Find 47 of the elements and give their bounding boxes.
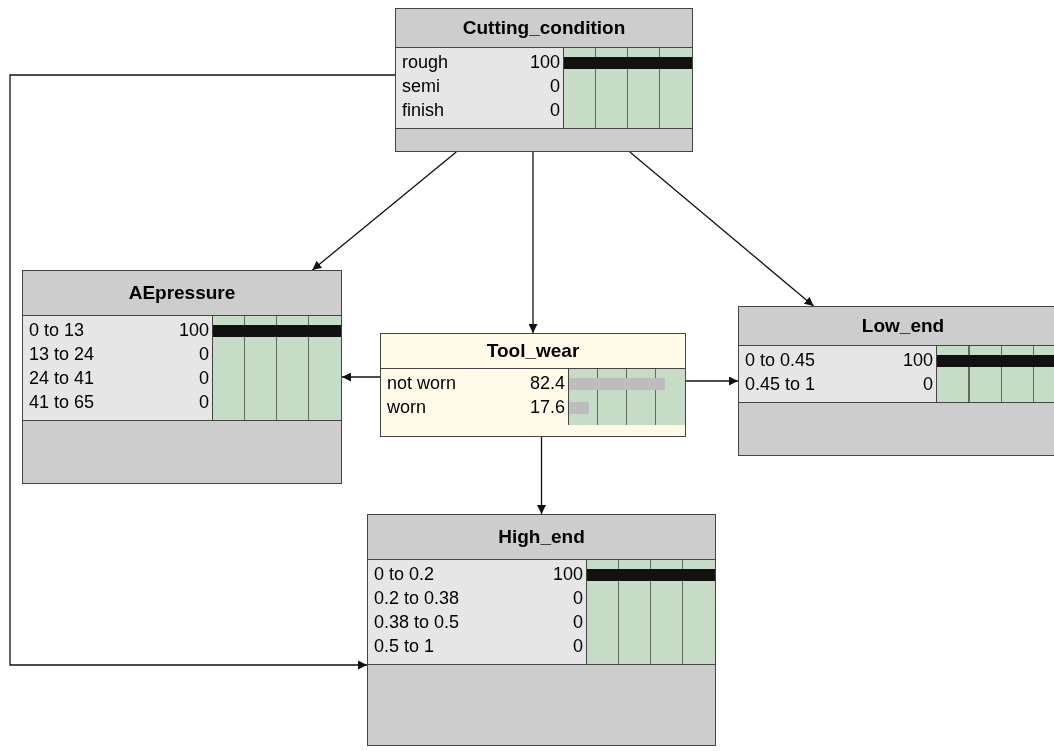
node-box [367, 514, 716, 746]
probability-value: 17.6 [529, 397, 565, 418]
node-title: Cutting_condition [462, 16, 626, 40]
state-label: rough [402, 52, 449, 73]
node-box [380, 333, 686, 437]
probability-value: 0 [550, 100, 560, 121]
node-box [22, 270, 342, 484]
state-label: 0.5 to 1 [374, 636, 435, 657]
probability-value: 82.4 [529, 373, 565, 394]
arrow [629, 151, 815, 307]
node-box [738, 306, 1054, 456]
probability-value: 0 [923, 374, 933, 395]
probability-value: 100 [902, 350, 933, 371]
probability-value: 0 [199, 368, 209, 389]
arrow [341, 372, 381, 382]
node-title: High_end [498, 525, 585, 549]
probability-value: 100 [552, 564, 583, 585]
state-label: not worn [387, 373, 457, 394]
node-title: AEpressure [128, 281, 236, 305]
probability-value: 0 [573, 612, 583, 633]
state-label: 0 to 13 [29, 320, 85, 341]
state-label: 0.45 to 1 [745, 374, 816, 395]
probability-value: 0 [573, 588, 583, 609]
node-title: Tool_wear [486, 339, 580, 363]
state-label: semi [402, 76, 440, 97]
node-title: Low_end [861, 314, 945, 338]
state-label: 0 to 0.45 [745, 350, 816, 371]
state-label: finish [402, 100, 445, 121]
state-label: 24 to 41 [29, 368, 95, 389]
probability-value: 0 [199, 392, 209, 413]
node-box [395, 8, 693, 152]
state-label: worn [387, 397, 426, 418]
arrow [528, 151, 538, 334]
probability-value: 100 [178, 320, 209, 341]
arrow [537, 436, 546, 515]
probability-value: 0 [550, 76, 560, 97]
probability-value: 100 [529, 52, 560, 73]
state-label: 41 to 65 [29, 392, 95, 413]
probability-value: 0 [573, 636, 583, 657]
probability-value: 0 [199, 344, 209, 365]
arrow [9, 74, 396, 670]
state-label: 0 to 0.2 [374, 564, 435, 585]
arrow [311, 151, 457, 271]
state-label: 0.38 to 0.5 [374, 612, 460, 633]
state-label: 13 to 24 [29, 344, 95, 365]
arrow [685, 376, 739, 386]
state-label: 0.2 to 0.38 [374, 588, 460, 609]
